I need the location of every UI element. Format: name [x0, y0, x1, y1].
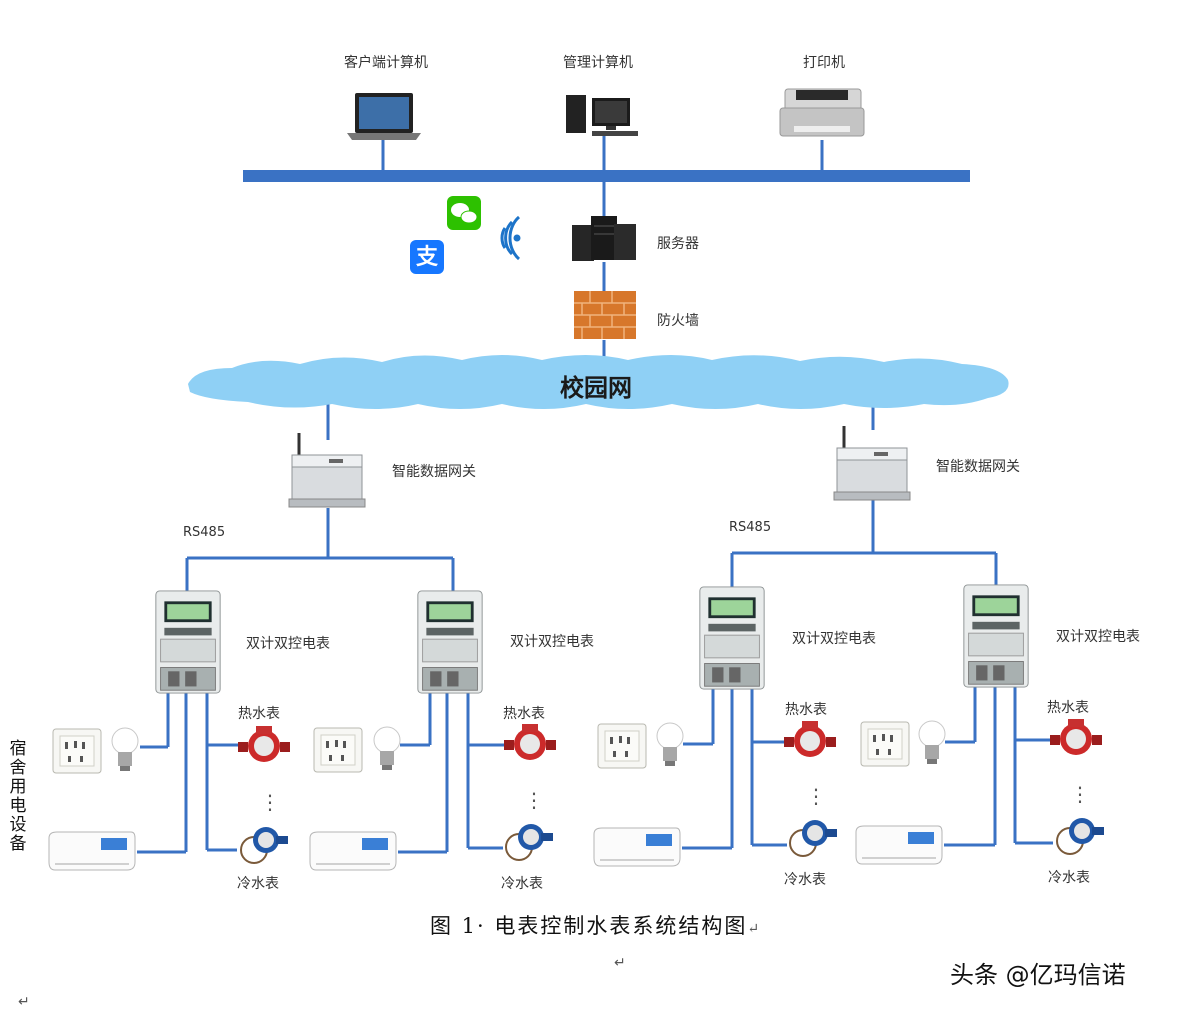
electric-meter-3 — [699, 586, 765, 690]
hot-water-label-4: 热水表 — [1047, 700, 1089, 716]
client-computer-icon — [347, 93, 421, 140]
meter-label-3: 双计双控电表 — [792, 631, 876, 647]
watermark: 头条 @亿玛信诺 — [950, 961, 1126, 989]
cold-water-meter-icon-3 — [789, 819, 838, 857]
air-conditioner-icon-4 — [855, 825, 943, 865]
electric-meter-1 — [155, 590, 221, 694]
return-mark-left: ↵ — [18, 994, 30, 1010]
hot-water-label-2: 热水表 — [503, 706, 545, 722]
cold-water-label-3: 冷水表 — [784, 872, 826, 888]
server-label: 服务器 — [657, 236, 699, 252]
wechat-pay-icon — [447, 196, 481, 230]
dorm-devices-text: 宿舍用电设备 — [9, 739, 27, 854]
firewall-label: 防火墙 — [657, 313, 699, 329]
ellipsis-3: ⋮ — [806, 784, 826, 808]
caption-text: 图 1· 电表控制水表系统结构图 — [430, 914, 748, 938]
connection-lines — [137, 136, 1053, 854]
hot-water-meter-icon-2 — [504, 724, 556, 760]
printer-icon — [779, 88, 865, 137]
gateway-label-left: 智能数据网关 — [392, 464, 476, 480]
socket-icon-3 — [597, 723, 647, 769]
cold-water-label-4: 冷水表 — [1048, 870, 1090, 886]
cold-water-meter-icon-1 — [240, 826, 289, 864]
electric-meter-4 — [963, 584, 1029, 688]
svg-text:支: 支 — [416, 245, 439, 270]
client-computer-label: 客户端计算机 — [344, 55, 428, 71]
caption-return-mark: ↵ — [747, 921, 762, 937]
gateway-label-right: 智能数据网关 — [936, 459, 1020, 475]
cold-water-meter-icon-4 — [1056, 817, 1105, 855]
hot-water-meter-icon-4 — [1050, 719, 1102, 755]
bulb-icon-1 — [111, 727, 139, 772]
campus-network-cloud — [188, 355, 1009, 409]
rs485-label-left: RS485 — [183, 525, 226, 540]
rs485-label-right: RS485 — [729, 520, 772, 535]
cold-water-meter-icon-2 — [505, 823, 554, 861]
bulb-icon-4 — [918, 720, 946, 765]
gateway-device-right — [832, 426, 912, 502]
return-mark-center: ↵ — [614, 955, 626, 971]
alipay-icon: 支 — [410, 240, 444, 274]
admin-computer-label: 管理计算机 — [563, 55, 633, 71]
air-conditioner-icon-3 — [593, 827, 681, 867]
dorm-devices-label: 宿舍用电设备 — [8, 740, 28, 854]
electric-meter-2 — [417, 590, 483, 694]
hot-water-label-3: 热水表 — [785, 702, 827, 718]
meter-label-2: 双计双控电表 — [510, 634, 594, 650]
admin-computer-icon — [566, 95, 638, 136]
gateway-device-left — [287, 433, 367, 509]
hot-water-meter-icon-1 — [238, 726, 290, 762]
cold-water-label-1: 冷水表 — [237, 876, 279, 892]
meter-label-4: 双计双控电表 — [1056, 629, 1140, 645]
ellipsis-1: ⋮ — [260, 790, 280, 814]
wireless-signal-icon — [500, 215, 521, 261]
hot-water-meter-icon-3 — [784, 721, 836, 757]
hot-water-label-1: 热水表 — [238, 706, 280, 722]
firewall-icon — [574, 291, 636, 339]
bulb-icon-3 — [656, 722, 684, 767]
server-icon — [572, 216, 636, 261]
ellipsis-2: ⋮ — [524, 788, 544, 812]
air-conditioner-icon-2 — [309, 831, 397, 871]
figure-caption: 图 1· 电表控制水表系统结构图↵ — [430, 910, 761, 940]
meter-label-1: 双计双控电表 — [246, 636, 330, 652]
air-conditioner-icon-1 — [48, 831, 136, 871]
cold-water-label-2: 冷水表 — [501, 876, 543, 892]
ellipsis-4: ⋮ — [1070, 782, 1090, 806]
socket-icon-4 — [860, 721, 910, 767]
bulb-icon-2 — [373, 726, 401, 771]
socket-icon-1 — [52, 728, 102, 774]
campus-network-label: 校园网 — [560, 374, 632, 402]
socket-icon-2 — [313, 727, 363, 773]
printer-label: 打印机 — [803, 55, 845, 71]
